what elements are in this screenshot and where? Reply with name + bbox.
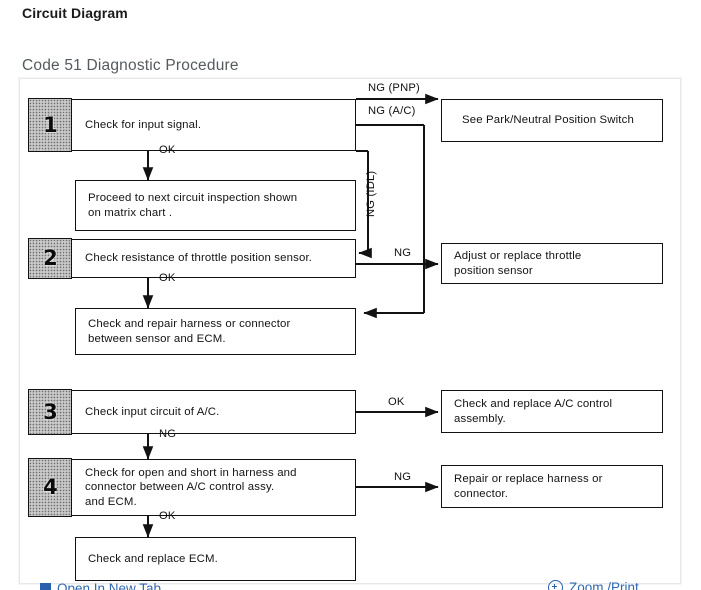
- result-box-proceed: Proceed to next circuit inspection shown…: [75, 180, 356, 231]
- result-box-repair-harness-label: Repair or replace harness or connector.: [454, 473, 603, 500]
- step-3-box: 3 Check input circuit of A/C.: [28, 389, 356, 435]
- edge-label-ng-3: NG: [159, 428, 177, 440]
- edge-label-ng-idl: NG (IDL): [365, 170, 377, 217]
- edge-label-ng-pnp: NG (PNP): [368, 82, 420, 94]
- page-title: Circuit Diagram: [22, 5, 128, 21]
- step-2-label: Check resistance of throttle position se…: [85, 252, 313, 265]
- result-box-park-neutral-label: See Park/Neutral Position Switch: [462, 114, 634, 127]
- step-3-label: Check input circuit of A/C.: [85, 405, 220, 418]
- connector-lines: [142, 93, 439, 538]
- magnifier-plus-icon: [548, 580, 563, 590]
- edge-label-ok-2: OK: [159, 272, 176, 284]
- result-box-proceed-label: Proceed to next circuit inspection shown…: [88, 192, 298, 219]
- step-2-number: 2: [28, 238, 73, 279]
- result-box-repair-harness: Repair or replace harness or connector.: [441, 465, 663, 508]
- edge-label-ng-ac: NG (A/C): [368, 105, 416, 117]
- zoom-print-label: Zoom /Print: [569, 580, 639, 590]
- edge-label-ok-4: OK: [159, 510, 176, 522]
- edge-label-ok-1: OK: [159, 144, 176, 156]
- zoom-print-link[interactable]: Zoom /Print: [548, 580, 639, 590]
- step-1-label: Check for input signal.: [85, 118, 202, 131]
- result-box-replace-ecm-label: Check and replace ECM.: [88, 552, 218, 565]
- step-4-label: Check for open and short in harness and …: [85, 467, 297, 508]
- step-1-number: 1: [28, 98, 73, 152]
- result-box-replace-ecm: Check and replace ECM.: [75, 537, 356, 581]
- edge-label-ng-4: NG: [394, 471, 412, 483]
- open-in-new-tab-label: Open In New Tab: [57, 581, 162, 590]
- section-title: Code 51 Diagnostic Procedure: [22, 57, 239, 74]
- result-box-adjust-tps: Adjust or replace throttle position sens…: [441, 243, 663, 284]
- edge-label-ok-3: OK: [388, 396, 405, 408]
- result-box-ac-control-label: Check and replace A/C control assembly.: [454, 398, 613, 425]
- diagram-figure[interactable]: 1 Check for input signal. Proceed to nex…: [19, 78, 681, 584]
- result-box-adjust-tps-label: Adjust or replace throttle position sens…: [454, 250, 582, 277]
- result-box-harness-ecm: Check and repair harness or connector be…: [75, 308, 356, 355]
- result-box-park-neutral: See Park/Neutral Position Switch: [441, 99, 663, 142]
- result-box-harness-ecm-label: Check and repair harness or connector be…: [88, 318, 291, 345]
- open-in-new-tab-link[interactable]: Open In New Tab: [40, 581, 161, 590]
- edge-label-ng-2: NG: [394, 247, 412, 259]
- step-4-number: 4: [28, 458, 73, 517]
- new-tab-icon: [40, 583, 51, 590]
- step-1-box: 1 Check for input signal.: [28, 98, 356, 152]
- step-2-box: 2 Check resistance of throttle position …: [28, 238, 356, 279]
- result-box-ac-control: Check and replace A/C control assembly.: [441, 390, 663, 433]
- step-3-number: 3: [28, 389, 73, 435]
- step-4-box: 4 Check for open and short in harness an…: [28, 458, 356, 517]
